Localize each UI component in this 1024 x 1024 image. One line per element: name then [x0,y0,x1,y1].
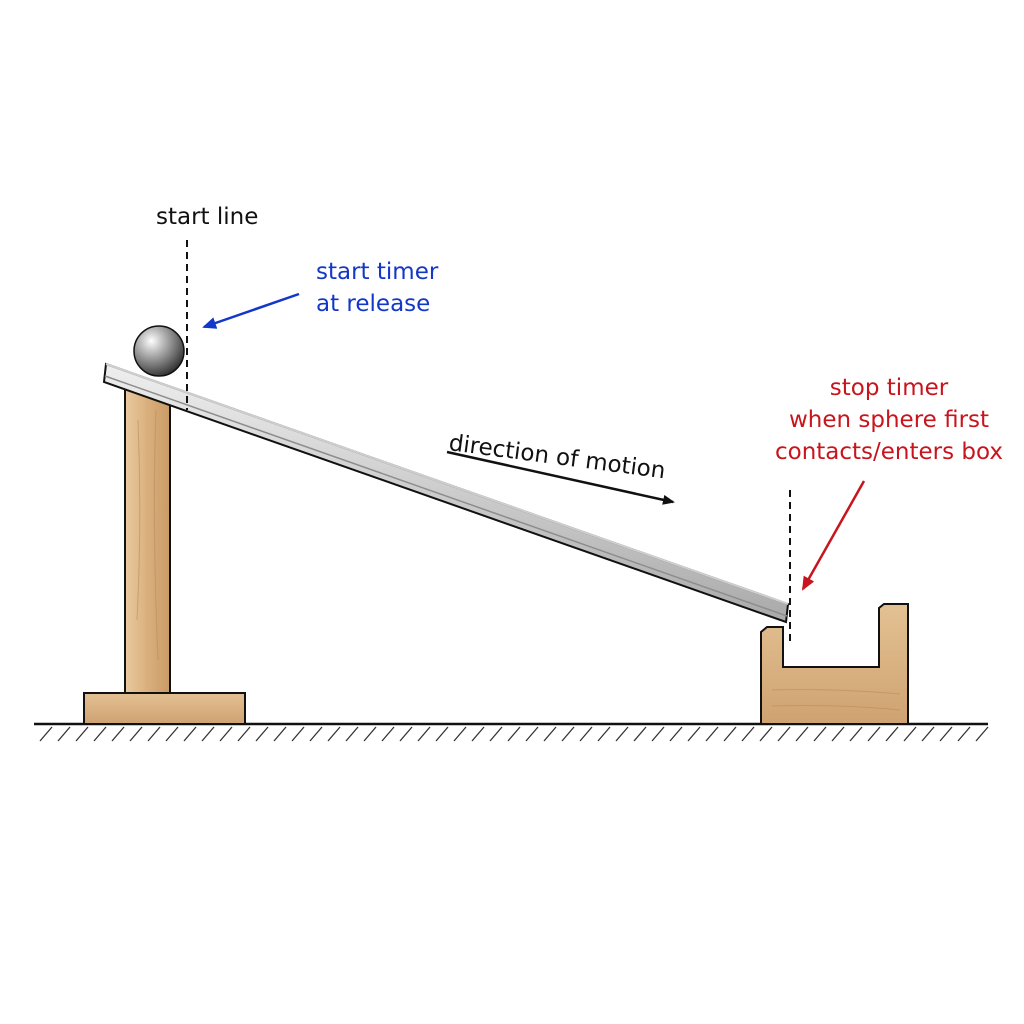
ground-hatch-mark [471,726,485,742]
ground-hatch-mark [669,726,683,742]
stop-timer-arrow [801,480,866,591]
ground-hatch-mark [561,726,575,742]
ground-hatch-mark [39,726,53,742]
label-start-timer: start timer at release [316,256,438,320]
ramp [102,362,790,624]
ground-hatch-mark [615,726,629,742]
ground-hatch-mark [327,726,341,742]
ground-hatch-mark [255,726,269,742]
start-timer-arrow [202,292,300,329]
ground-hatch-mark [579,726,593,742]
ground-hatch-mark [237,726,251,742]
ground-hatch-mark [309,726,323,742]
ground-hatch-mark [507,726,521,742]
ground-hatch-mark [705,726,719,742]
ground-hatch-mark [975,726,989,742]
ground-hatch-mark [453,726,467,742]
ground-hatch-mark [489,726,503,742]
ground-hatch-mark [777,726,791,742]
ground-hatch-mark [759,726,773,742]
ground-hatch-mark [867,726,881,742]
ground-hatch-mark [597,726,611,742]
ground-hatch-mark [219,726,233,742]
label-stop-timer: stop timer when sphere first contacts/en… [773,372,1005,468]
ground-hatch-mark [129,726,143,742]
ground-hatch-mark [147,726,161,742]
ground-hatch-mark [273,726,287,742]
ground-hatch-mark [435,726,449,742]
ground-hatch-mark [75,726,89,742]
ground-hatch-mark [201,726,215,742]
ground-hatch-mark [363,726,377,742]
label-stop-timer-line-3: contacts/enters box [774,439,1004,465]
ground-hatch-mark [795,726,809,742]
ground-hatch-mark [831,726,845,742]
ground-hatch-mark [291,726,305,742]
ground-hatch-mark [921,726,935,742]
ground-hatch-mark [849,726,863,742]
label-start-timer-line-1: start timer [316,259,439,285]
ground-hatch-mark [345,726,359,742]
left-support [83,387,246,725]
ground-hatch-mark [723,726,737,742]
ground-hatch-mark [543,726,557,742]
ground-hatch-mark [687,726,701,742]
ground-hatch-mark [957,726,971,742]
ground-hatch-mark [381,726,395,742]
ground-hatch-mark [111,726,125,742]
ground-hatch-mark [183,726,197,742]
label-stop-timer-line-1: stop timer [829,375,949,401]
ground-hatch-mark [903,726,917,742]
ground-hatch-mark [633,726,647,742]
ground-hatch-mark [813,726,827,742]
direction-arrow [446,450,675,505]
ground-hatch-mark [417,726,431,742]
ground-hatch-mark [741,726,755,742]
support-base [83,692,246,725]
sphere [133,325,185,377]
label-stop-timer-line-2: when sphere first [788,407,990,433]
ground [34,722,989,742]
ground-hatch-mark [939,726,953,742]
label-start-timer-line-2: at release [316,291,431,317]
ground-hatch-mark [525,726,539,742]
ground-hatch-mark [651,726,665,742]
ground-hatch-mark [885,726,899,742]
ground-hatch-mark [399,726,413,742]
ground-hatch-mark [165,726,179,742]
ground-hatch-mark [93,726,107,742]
ground-hatch-mark [57,726,71,742]
catch-box [760,603,909,725]
support-post [124,387,171,694]
label-start-line: start line [156,204,259,230]
